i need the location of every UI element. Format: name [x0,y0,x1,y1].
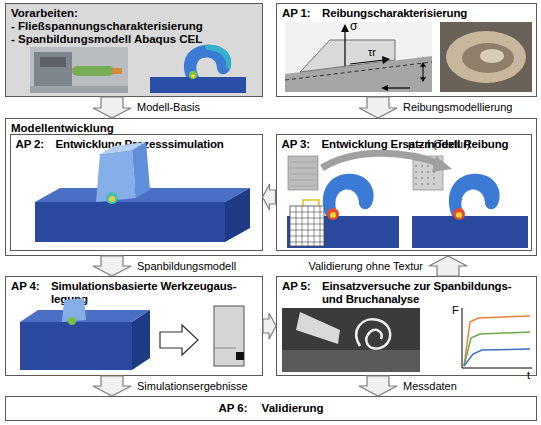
work-package-box: AP 3:Entwicklung Ersatzmodell Reibung [276,134,532,251]
node-text: - Fließspannungscharakterisierung [11,20,257,33]
machine-photo [30,47,128,93]
block-arrow [359,97,397,118]
block-arrow [263,313,276,339]
node-heading: Vorarbeiten:- Fließspannungscharakterisi… [6,4,262,49]
process-simulation [35,142,250,242]
node-title: AP 6: [218,402,247,415]
group-box: ModellentwicklungAP 2:Entwicklung Prozes… [5,118,537,256]
node-heading: AP 1:Reibungscharakterisierung [277,4,536,23]
node-title: Vorarbeiten: [11,7,257,20]
node-heading: AP 6: Validierung [6,397,536,418]
work-package-box: AP 2:Entwicklung Prozesssimulation [10,134,263,251]
block-arrow [93,376,131,396]
force-chart [462,308,532,368]
node-text: Entwicklung Prozesssimulation [56,138,257,151]
block-arrow [263,184,276,210]
node-title: AP 4: [11,280,51,293]
arrow-label: Validierung ohne Textur [308,260,423,273]
node-text: - Spanbildungsmodell Abaqus CEL [11,33,257,46]
experiment-photo [282,308,420,372]
block-arrow [93,256,131,276]
arrow-label: Modell-Basis [137,101,200,114]
friction-sketch [285,22,432,92]
prework-box: Vorarbeiten:- Fließspannungscharakterisi… [5,3,263,97]
node-title: AP 1: [282,7,322,20]
block-arrow [429,256,467,276]
node-title: AP 5: [282,280,322,293]
node-text: Validierung [262,402,324,415]
node-text: Simulationsbasierte Werkzeugaus- legung [51,280,257,306]
work-package-box: AP 1:Reibungscharakterisierung [276,3,537,97]
node-text: Entwicklung Ersatzmodell Reibung [322,138,526,151]
arrow-label: Simulationsergebnisse [137,380,248,393]
arrow-label: Messdaten [403,380,457,393]
wear-photo [440,22,532,92]
friction-substitute-model [287,153,528,248]
node-heading: AP 5:Einsatzversuche zur Spanbildungs- u… [277,277,536,309]
node-heading: AP 4:Simulationsbasierte Werkzeugaus- le… [6,277,262,309]
node-title: AP 2: [16,138,56,151]
node-heading: AP 3:Entwicklung Ersatzmodell Reibung [277,135,531,154]
block-arrow [93,97,131,118]
node-heading: AP 2:Entwicklung Prozesssimulation [11,135,262,154]
arrow-label: Reibungsmodellierung [403,101,512,114]
chip-simulation [150,45,246,93]
work-package-box: AP 5:Einsatzversuche zur Spanbildungs- u… [276,276,537,376]
node-text: Reibungscharakterisierung [322,7,531,20]
tool-design [20,298,244,370]
work-package-box: AP 4:Simulationsbasierte Werkzeugaus- le… [5,276,263,376]
node-title: AP 3: [282,138,322,151]
work-package-box: AP 6: Validierung [5,396,537,421]
arrow-label: Spanbildungsmodell [137,260,236,273]
block-arrow [359,376,397,396]
node-text: Einsatzversuche zur Spanbildungs- und Br… [322,280,531,306]
